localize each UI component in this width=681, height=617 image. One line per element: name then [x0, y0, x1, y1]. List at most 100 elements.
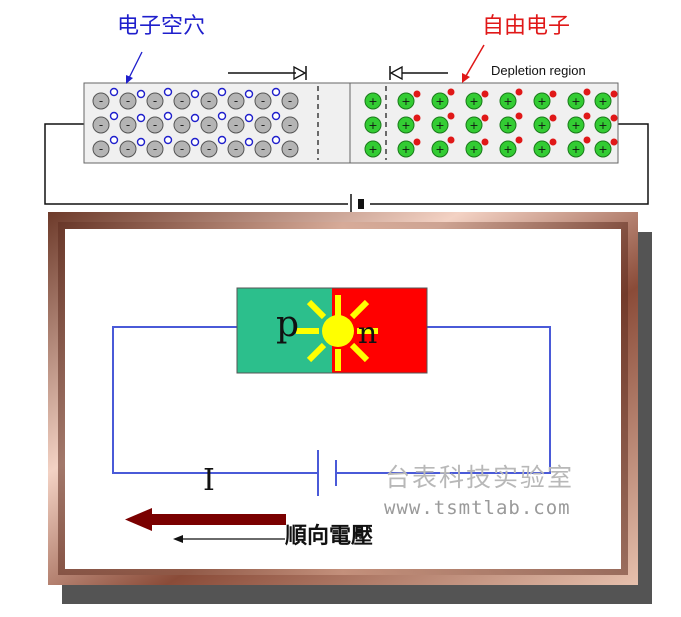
hole: [190, 89, 200, 99]
svg-text:-: -: [261, 94, 265, 108]
free-electron: [610, 114, 618, 122]
svg-text:-: -: [207, 118, 211, 132]
n-donor-ion: +: [364, 116, 382, 134]
n-donor-ion: +: [499, 92, 517, 110]
svg-text:+: +: [571, 95, 580, 108]
svg-text:-: -: [234, 142, 238, 156]
hole: [190, 113, 200, 123]
svg-text:+: +: [401, 95, 410, 108]
svg-text:+: +: [503, 119, 512, 132]
p-acceptor-ion: -: [146, 140, 164, 158]
svg-text:+: +: [598, 119, 607, 132]
svg-text:+: +: [435, 143, 444, 156]
hole-pointer-arrow: [126, 51, 143, 84]
svg-text:+: +: [598, 143, 607, 156]
svg-text:+: +: [571, 143, 580, 156]
n-ion-grid: ++++++++++++++++++++++++: [364, 88, 618, 158]
n-donor-ion: +: [431, 92, 449, 110]
junction-outline: [236, 287, 428, 374]
p-label: p: [276, 304, 300, 345]
p-acceptor-ion: -: [281, 116, 299, 134]
hole: [190, 137, 200, 147]
free-electron: [610, 90, 618, 98]
hole: [271, 135, 281, 145]
p-ion-grid: ------------------------: [92, 87, 299, 158]
free-electron: [413, 114, 421, 122]
n-donor-ion: +: [567, 92, 585, 110]
svg-text:-: -: [180, 118, 184, 132]
p-acceptor-ion: -: [146, 92, 164, 110]
watermark-title: 台表科技实验室: [385, 463, 575, 492]
free-electron: [549, 114, 557, 122]
p-acceptor-ion: -: [254, 92, 272, 110]
forward-voltage-label: 順向電壓: [285, 523, 374, 549]
p-acceptor-ion: -: [254, 140, 272, 158]
free-electron: [447, 88, 455, 96]
free-electron: [515, 112, 523, 120]
n-donor-ion: +: [499, 140, 517, 158]
pn-junction-diagram: ------------------------ + + + + + + + + + + + + + + +…: [44, 44, 649, 214]
p-acceptor-ion: -: [173, 92, 191, 110]
free-electron: [515, 136, 523, 144]
watermark-url[interactable]: www.tsmtlab.com: [384, 497, 571, 519]
svg-text:-: -: [180, 142, 184, 156]
svg-text:+: +: [368, 95, 377, 108]
p-acceptor-ion: -: [281, 92, 299, 110]
n-donor-ion: +: [533, 116, 551, 134]
n-donor-ion: +: [567, 116, 585, 134]
n-donor-ion: +: [364, 92, 382, 110]
diode-symbol-left: [228, 65, 307, 81]
svg-text:+: +: [435, 119, 444, 132]
current-label: I: [203, 463, 215, 498]
p-acceptor-ion: -: [92, 140, 110, 158]
svg-text:-: -: [180, 94, 184, 108]
p-acceptor-ion: -: [227, 140, 245, 158]
p-acceptor-ion: -: [92, 116, 110, 134]
free-electron: [549, 90, 557, 98]
hole: [109, 111, 119, 121]
svg-text:-: -: [99, 118, 103, 132]
free-electron-label: 自由电子: [482, 14, 571, 39]
free-electron: [610, 138, 618, 146]
svg-text:-: -: [288, 94, 292, 108]
hole-label: 电子空穴: [117, 14, 206, 39]
svg-text:-: -: [288, 118, 292, 132]
svg-text:+: +: [469, 143, 478, 156]
n-donor-ion: +: [465, 140, 483, 158]
svg-text:-: -: [99, 142, 103, 156]
circuit-wire-right: [336, 326, 551, 474]
diode-symbol-right: [389, 65, 448, 81]
n-donor-ion: +: [499, 116, 517, 134]
svg-text:-: -: [153, 142, 157, 156]
svg-text:+: +: [503, 143, 512, 156]
svg-text:+: +: [368, 119, 377, 132]
n-donor-ion: +: [431, 140, 449, 158]
svg-text:+: +: [537, 143, 546, 156]
hole: [217, 135, 227, 145]
svg-text:-: -: [126, 142, 130, 156]
forward-bias-diagram: [48, 212, 652, 604]
n-donor-ion: +: [594, 92, 612, 110]
svg-text:+: +: [469, 119, 478, 132]
hole: [244, 137, 254, 147]
svg-text:+: +: [537, 119, 546, 132]
svg-text:+: +: [401, 119, 410, 132]
n-donor-ion: +: [465, 116, 483, 134]
svg-text:+: +: [435, 95, 444, 108]
p-acceptor-ion: -: [173, 140, 191, 158]
forward-voltage-arrow: [125, 508, 286, 531]
hole: [136, 137, 146, 147]
free-electron: [447, 112, 455, 120]
free-electron: [515, 88, 523, 96]
n-donor-ion: +: [397, 92, 415, 110]
svg-text:+: +: [401, 143, 410, 156]
n-label: n: [358, 316, 378, 351]
free-electron: [583, 112, 591, 120]
hole: [109, 87, 119, 97]
svg-text:-: -: [234, 118, 238, 132]
svg-text:+: +: [598, 95, 607, 108]
free-electron: [583, 88, 591, 96]
p-acceptor-ion: -: [281, 140, 299, 158]
depletion-region-label: Depletion region: [491, 63, 586, 78]
